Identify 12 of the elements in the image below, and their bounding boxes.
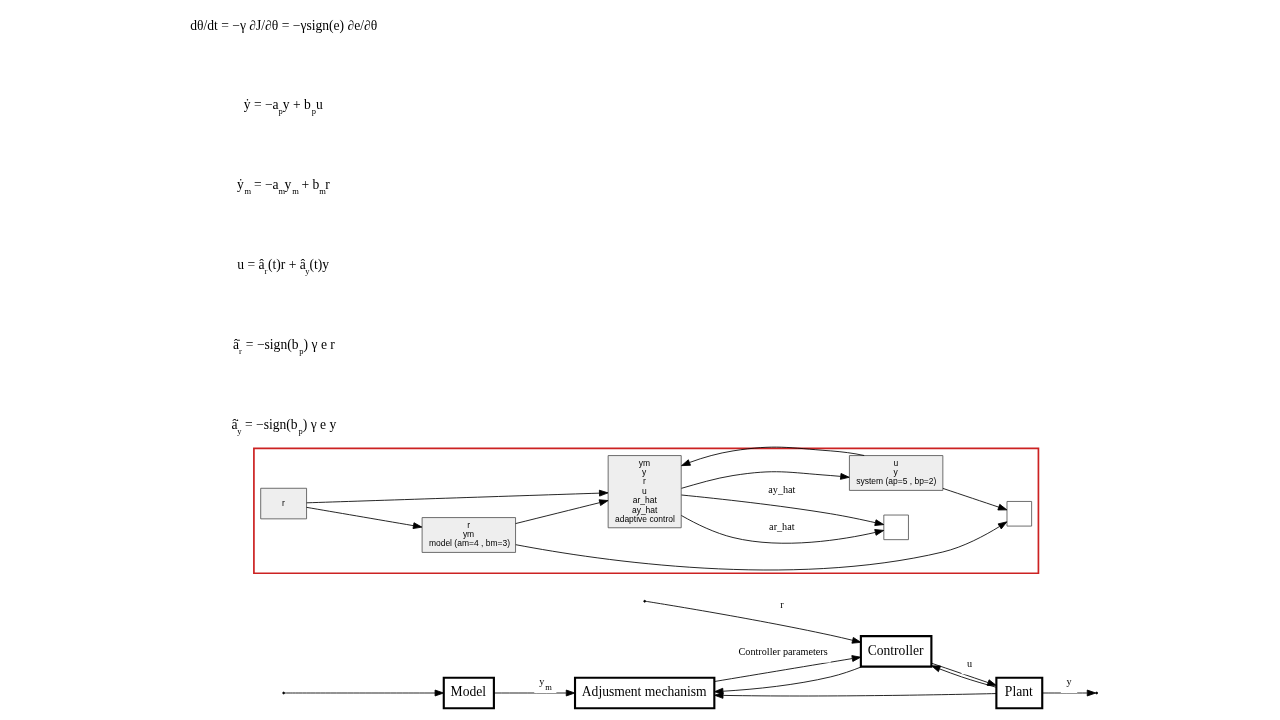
label: ẏ$_{m}$ = −a$_{m}$y$_{m}$ + b$_{m}$r [236, 177, 330, 197]
edge-label: u [966, 657, 972, 669]
edge-label: ay_hat [767, 484, 795, 496]
label: ẏ = −a$_{p}$y + b$_{p}$u [243, 97, 323, 117]
edge-label: y [1065, 676, 1072, 688]
label: u = â$_{r}$(t)r + â$_{y}$(t)y [236, 256, 329, 276]
edge-label: Controller parameters [738, 645, 828, 657]
edge-label: r [779, 599, 784, 611]
edge-label: ar_hat [768, 520, 795, 532]
label: â̇$_{r}$ = −sign(b$_{p}$) γ e r [232, 336, 335, 356]
label: â̇$_{y}$ = −sign(b$_{p}$) γ e y [230, 416, 336, 436]
label: dθ/dt = −γ ∂J/∂θ = −γsign(e) ∂e/∂θ [189, 18, 377, 34]
